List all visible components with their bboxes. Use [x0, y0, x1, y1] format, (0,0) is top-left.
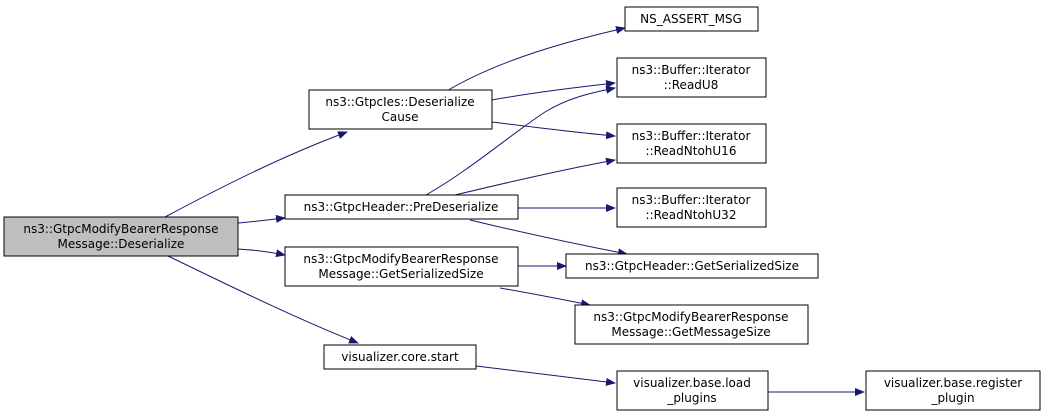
node-root-box [3, 216, 239, 257]
node-root[interactable]: ns3::GtpcModifyBearerResponse Message::D… [3, 216, 239, 257]
node-root-line-2: Message::Deserialize [58, 237, 185, 251]
node-pre-deserialize-line-1: ns3::GtpcHeader::PreDeserialize [304, 200, 499, 214]
node-deserialize-cause-line-1: ns3::GtpcIes::Deserialize [325, 95, 474, 109]
node-register-plugin-box [865, 370, 1041, 411]
node-ns-assert-msg-line-1: NS_ASSERT_MSG [640, 12, 742, 26]
edge-root-to-pre-deserialize [237, 214, 286, 224]
node-get-message-size[interactable]: ns3::GtpcModifyBearerResponse Message::G… [574, 304, 809, 345]
node-register-plugin-line-2: _plugin [930, 391, 974, 405]
node-visualizer-core-start[interactable]: visualizer.core.start [323, 344, 477, 370]
node-register-plugin-line-1: visualizer.base.register [884, 376, 1022, 390]
node-load-plugins-box [616, 370, 769, 411]
node-ns-assert-msg-box [624, 6, 759, 32]
node-pre-deserialize-box [284, 194, 519, 220]
node-deserialize-cause[interactable]: ns3::GtpcIes::Deserialize Cause [308, 89, 493, 130]
node-read-ntoh-u16-line-1: ns3::Buffer::Iterator [632, 129, 751, 143]
node-load-plugins-line-2: _plugins [666, 391, 716, 405]
node-read-u8-line-2: ::ReadU8 [664, 78, 719, 92]
node-header-get-serialized-size[interactable]: ns3::GtpcHeader::GetSerializedSize [565, 253, 819, 279]
edge-pre-deserialize-to-read-ntoh-u16 [454, 157, 616, 196]
edge-pre-deserialize-to-header-get-serialized-size [469, 219, 628, 257]
node-header-get-serialized-size-box [565, 253, 819, 279]
node-read-ntoh-u32-line-2: ::ReadNtohU32 [646, 208, 737, 222]
node-read-ntoh-u16-box [616, 123, 767, 164]
node-get-serialized-size-msg-line-1: ns3::GtpcModifyBearerResponse [303, 252, 498, 266]
node-read-ntoh-u32-line-1: ns3::Buffer::Iterator [632, 193, 751, 207]
edge-root-to-deserialize-cause [164, 131, 348, 218]
node-header-get-serialized-size-line-1: ns3::GtpcHeader::GetSerializedSize [585, 259, 799, 273]
node-read-u8-box [616, 57, 767, 98]
node-get-message-size-line-1: ns3::GtpcModifyBearerResponse [593, 310, 788, 324]
node-pre-deserialize[interactable]: ns3::GtpcHeader::PreDeserialize [284, 194, 519, 220]
node-read-ntoh-u32-box [616, 187, 767, 228]
edge-pre-deserialize-to-read-u8 [425, 85, 616, 196]
node-read-ntoh-u32[interactable]: ns3::Buffer::Iterator ::ReadNtohU32 [616, 187, 767, 228]
edge-deserialize-cause-to-read-ntoh-u16 [491, 121, 616, 140]
node-deserialize-cause-line-2: Cause [382, 110, 419, 124]
node-read-ntoh-u16[interactable]: ns3::Buffer::Iterator ::ReadNtohU16 [616, 123, 767, 164]
node-load-plugins[interactable]: visualizer.base.load _plugins [616, 370, 769, 411]
node-root-line-1: ns3::GtpcModifyBearerResponse [23, 222, 218, 236]
node-read-u8[interactable]: ns3::Buffer::Iterator ::ReadU8 [616, 57, 767, 98]
node-read-ntoh-u16-line-2: ::ReadNtohU16 [646, 144, 737, 158]
edges-layer [164, 26, 865, 396]
node-get-serialized-size-msg-line-2: Message::GetSerializedSize [318, 267, 483, 281]
node-get-serialized-size-msg[interactable]: ns3::GtpcModifyBearerResponse Message::G… [284, 246, 519, 287]
node-get-serialized-size-msg-box [284, 246, 519, 287]
node-visualizer-core-start-line-1: visualizer.core.start [341, 350, 459, 364]
node-read-u8-line-1: ns3::Buffer::Iterator [632, 63, 751, 77]
edge-root-to-get-serialized-size-msg [237, 248, 286, 258]
node-ns-assert-msg[interactable]: NS_ASSERT_MSG [624, 6, 759, 32]
node-visualizer-core-start-box [323, 344, 477, 370]
node-get-message-size-line-2: Message::GetMessageSize [611, 325, 770, 339]
node-get-message-size-box [574, 304, 809, 345]
edge-visualizer-core-start-to-load-plugins [475, 365, 616, 386]
edge-deserialize-cause-to-read-u8 [491, 80, 616, 101]
edge-get-serialized-size-msg-to-get-message-size [499, 287, 591, 308]
node-deserialize-cause-box [308, 89, 493, 130]
node-register-plugin[interactable]: visualizer.base.register _plugin [865, 370, 1041, 411]
edge-deserialize-cause-to-ns-assert-msg [444, 26, 626, 93]
edge-root-to-visualizer-core-start [167, 255, 359, 344]
node-load-plugins-line-1: visualizer.base.load [633, 376, 751, 390]
